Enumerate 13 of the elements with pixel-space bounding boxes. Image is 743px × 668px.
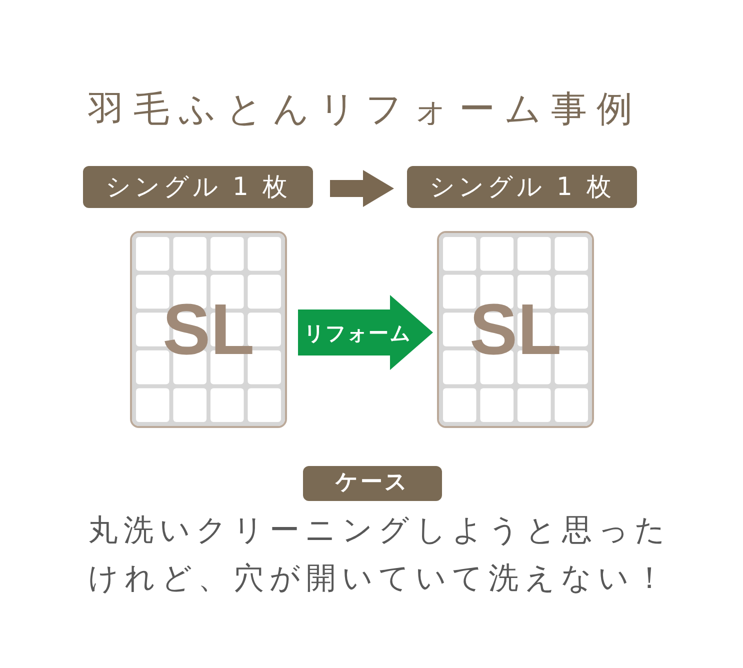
arrow bbox=[330, 170, 394, 207]
arrow bbox=[298, 295, 433, 370]
size-code-text: SL bbox=[469, 294, 562, 366]
tag-text: ケース bbox=[336, 470, 410, 497]
label-tag bbox=[407, 166, 637, 208]
case-description: 丸洗いクリーニングしようと思ったけれど、穴が開いていて洗えない！ bbox=[88, 512, 672, 598]
tag-text: シングル 1 枚 bbox=[106, 172, 290, 202]
edge-label: リフォーム bbox=[304, 320, 412, 344]
tag-text: シングル 1 枚 bbox=[430, 172, 614, 202]
size-code-text: SL bbox=[162, 294, 254, 366]
diagram-title: 羽毛ふとんリフォーム事例 bbox=[88, 88, 642, 131]
label-tag bbox=[303, 466, 442, 501]
label-tag bbox=[83, 166, 313, 208]
